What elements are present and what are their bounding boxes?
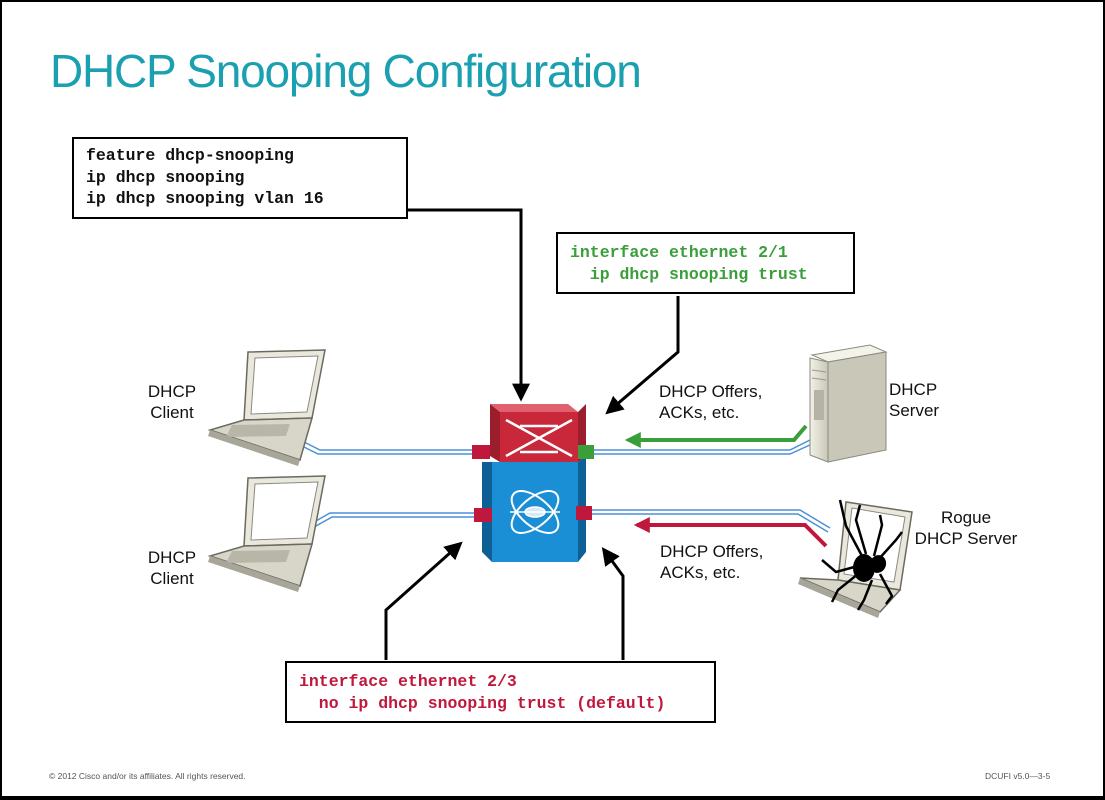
label-line: Rogue [940, 508, 992, 527]
label-line: Client [150, 403, 194, 422]
link-rogue [590, 509, 831, 533]
config-line: ip dhcp snooping [86, 167, 245, 187]
trusted-traffic-arrow [624, 424, 808, 448]
callout-arrow-untrusted-right [601, 547, 625, 660]
port-trusted [578, 445, 594, 459]
label-line: DHCP Offers, [660, 542, 764, 561]
config-line: ip dhcp snooping vlan 16 [86, 189, 324, 208]
offers-bottom-label: DHCP Offers, ACKs, etc. [660, 541, 763, 583]
copyright-footer: © 2012 Cisco and/or its affiliates. All … [49, 771, 246, 781]
page-title: DHCP Snooping Configuration [50, 45, 642, 97]
global-config-box: feature dhcp-snooping ip dhcp snooping ip … [72, 137, 408, 219]
label-line: DHCP [147, 548, 197, 567]
laptop-icon [207, 475, 326, 592]
callout-arrow-trusted [605, 296, 680, 415]
slide-id-footer: DCUFI v5.0—3-5 [985, 771, 1051, 781]
label-line: ACKs, etc. [660, 563, 741, 582]
server-label: DHCP Server [889, 379, 939, 421]
label-line: Server [889, 401, 940, 420]
spider-icon [821, 499, 903, 611]
rogue-server-label: Rogue DHCP Server [908, 507, 1024, 549]
trusted-config-box: interface ethernet 2/1 ip dhcp snooping … [556, 232, 855, 294]
server-icon [809, 344, 888, 463]
label-line: Client [150, 569, 194, 588]
client-bottom-label: DHCP Client [140, 547, 204, 589]
untrusted-config-box: interface ethernet 2/3 no ip dhcp snoopi… [285, 661, 716, 723]
link-server [594, 439, 813, 455]
port-untrusted [576, 506, 592, 520]
callout-arrow-global [408, 208, 530, 402]
config-line: interface ethernet 2/3 [299, 672, 517, 691]
port-client-top [472, 445, 490, 459]
laptop-icon [207, 349, 326, 466]
port-client-bottom [474, 508, 492, 522]
config-line: interface ethernet 2/1 [570, 243, 788, 262]
label-line: DHCP [889, 380, 938, 399]
switch-icon [482, 404, 586, 562]
label-line: ACKs, etc. [659, 403, 740, 422]
link-client-top [299, 439, 478, 455]
link-client-bottom [299, 512, 480, 536]
config-line: feature dhcp-snooping [86, 146, 294, 165]
config-line: ip dhcp snooping trust [570, 264, 808, 284]
callout-arrow-untrusted-left [384, 541, 463, 660]
rogue-traffic-arrow [633, 517, 828, 548]
client-top-label: DHCP Client [140, 381, 204, 423]
label-line: DHCP Server [914, 529, 1018, 548]
label-line: DHCP Offers, [659, 382, 763, 401]
config-line: no ip dhcp snooping trust (default) [299, 693, 666, 713]
label-line: DHCP [147, 382, 197, 401]
offers-top-label: DHCP Offers, ACKs, etc. [659, 381, 762, 423]
